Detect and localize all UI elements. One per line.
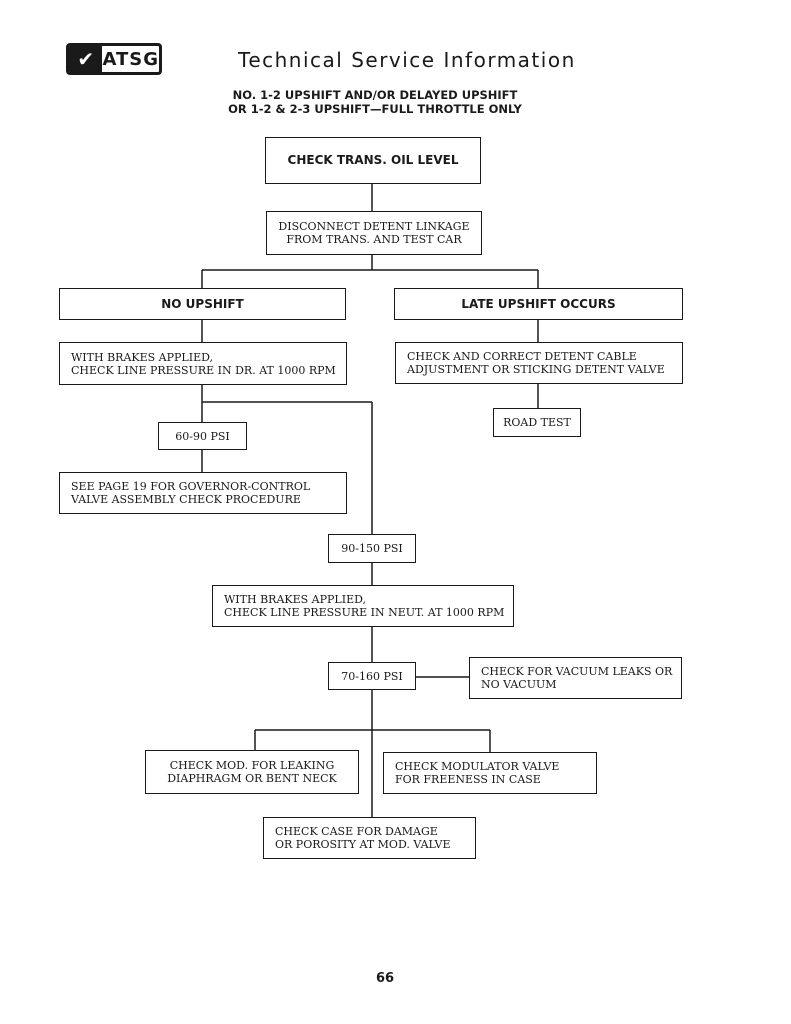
checkmark-icon: ✔ [69,46,103,72]
box-text: WITH BRAKES APPLIED, [71,350,214,364]
atsg-logo: ✔ ATSG [66,43,162,75]
box-text: CHECK TRANS. OIL LEVEL [287,153,459,167]
box-text: OR POROSITY AT MOD. VALVE [275,838,451,851]
box-text: CHECK LINE PRESSURE IN DR. AT 1000 RPM [71,363,336,377]
no-upshift-box: NO UPSHIFT [59,288,346,320]
box-text: 70-160 PSI [341,669,403,683]
box-text: NO UPSHIFT [161,296,244,311]
late-upshift-box: LATE UPSHIFT OCCURS [394,288,683,320]
box-text: FOR FREENESS IN CASE [395,773,541,786]
line-pressure-dr-box: WITH BRAKES APPLIED, CHECK LINE PRESSURE… [59,342,347,385]
box-text: FROM TRANS. AND TEST CAR [286,233,462,246]
road-test-box: ROAD TEST [493,408,581,437]
box-text: CHECK CASE FOR DAMAGE [275,825,438,838]
box-text: WITH BRAKES APPLIED, [224,593,367,606]
box-text: ROAD TEST [503,416,571,429]
subtitle-line-1: NO. 1-2 UPSHIFT AND/OR DELAYED UPSHIFT [232,88,518,102]
box-text: ADJUSTMENT OR STICKING DETENT VALVE [407,363,665,376]
box-text: DIAPHRAGM OR BENT NECK [167,772,337,785]
case-damage-box: CHECK CASE FOR DAMAGE OR POROSITY AT MOD… [263,817,476,859]
box-text: NO VACUUM [481,678,557,691]
box-text: CHECK LINE PRESSURE IN NEUT. AT 1000 RPM [224,606,505,619]
page-title: Technical Service Information [238,48,576,72]
psi-90-150-box: 90-150 PSI [328,534,416,563]
page-number: 66 [375,971,395,986]
check-oil-level-box: CHECK TRANS. OIL LEVEL [265,137,481,184]
box-text: LATE UPSHIFT OCCURS [461,296,616,311]
detent-cable-box: CHECK AND CORRECT DETENT CABLE ADJUSTMEN… [395,342,683,384]
box-text: SEE PAGE 19 FOR GOVERNOR-CONTROL [71,480,311,493]
disconnect-detent-box: DISCONNECT DETENT LINKAGE FROM TRANS. AN… [266,211,482,255]
psi-60-90-box: 60-90 PSI [158,422,247,450]
subtitle-line-2: OR 1-2 & 2-3 UPSHIFT—FULL THROTTLE ONLY [228,102,522,116]
box-text: CHECK MOD. FOR LEAKING [169,759,335,772]
box-text: CHECK FOR VACUUM LEAKS OR [481,665,673,678]
psi-70-160-box: 70-160 PSI [328,662,416,690]
mod-valve-box: CHECK MODULATOR VALVE FOR FREENESS IN CA… [383,752,597,794]
governor-check-box: SEE PAGE 19 FOR GOVERNOR-CONTROL VALVE A… [59,472,347,514]
line-pressure-neut-box: WITH BRAKES APPLIED, CHECK LINE PRESSURE… [212,585,514,627]
box-text: DISCONNECT DETENT LINKAGE [278,220,470,233]
box-text: 60-90 PSI [175,429,230,443]
box-text: CHECK MODULATOR VALVE [395,760,560,773]
box-text: CHECK AND CORRECT DETENT CABLE [407,350,637,363]
mod-leaking-box: CHECK MOD. FOR LEAKING DIAPHRAGM OR BENT… [145,750,359,794]
logo-text: ATSG [102,48,159,70]
vacuum-leaks-box: CHECK FOR VACUUM LEAKS OR NO VACUUM [469,657,682,699]
box-text: VALVE ASSEMBLY CHECK PROCEDURE [71,493,301,506]
box-text: 90-150 PSI [341,542,403,555]
